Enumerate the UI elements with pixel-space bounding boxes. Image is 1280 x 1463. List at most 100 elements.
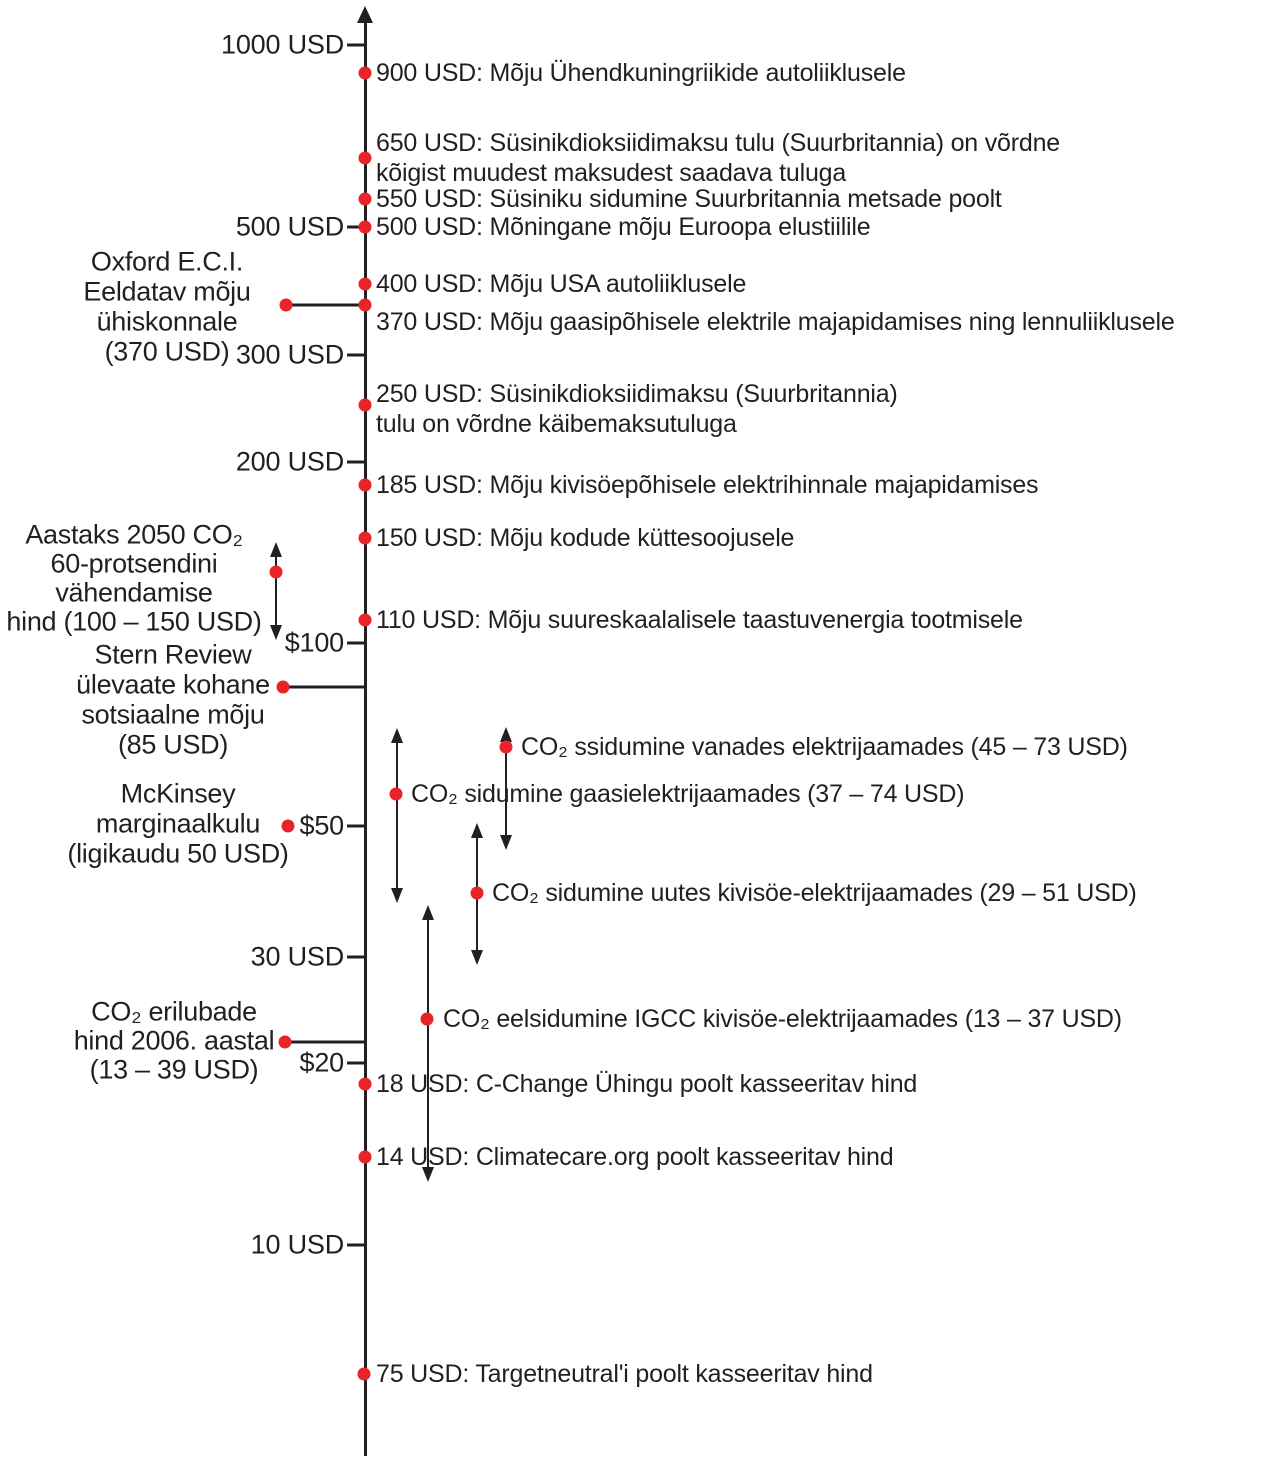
arrow-up-icon [500,727,512,742]
entry-text-line: 14 USD: Climatecare.org poolt kasseerita… [376,1143,894,1171]
range-arrow [500,727,512,850]
entry-marker-dot [358,398,372,412]
arrow-up-icon [422,905,434,920]
arrow-shaft [426,920,430,1167]
entry-marker-dot [358,1077,372,1091]
callout-label-line: (13 – 39 USD) [89,1054,259,1085]
tick-mark [347,460,366,464]
tick-label: $20 [299,1047,345,1078]
entry-text-line: CO₂ eelsidumine IGCC kivisöe-elektrijaam… [443,1005,1122,1033]
entry-marker-dot [470,886,484,900]
callout-label-line: Aastaks 2050 CO₂ [25,519,243,550]
entry-marker-dot [358,192,372,206]
callout-marker-dot [281,819,295,833]
callout-label-line: (ligikaudu 50 USD) [67,838,289,869]
entry-marker-dot [499,740,513,754]
callout-connector-line [283,685,365,689]
tick-label: 30 USD [250,941,345,972]
entry-text-line: 650 USD: Süsinikdioksiidimaksu tulu (Suu… [376,129,1060,157]
entry-text-line: 250 USD: Süsinikdioksiidimaksu (Suurbrit… [376,380,898,408]
callout-label-line: Eeldatav mõju [83,276,251,307]
callout-label-line: (370 USD) [104,336,230,367]
entry-text-line: 150 USD: Mõju kodude küttesoojusele [376,524,795,552]
callout-label-line: ülevaate kohane [76,669,270,700]
range-arrow [391,728,403,903]
entry-text-line: 75 USD: Targetneutral'i poolt kasseerita… [376,1360,873,1388]
callout-label-line: marginaalkulu [95,808,261,839]
tick-label: $50 [299,810,345,841]
axis-arrowhead-icon [357,6,373,23]
entry-text-line: 370 USD: Mõju gaasipõhisele elektrile ma… [376,308,1175,336]
range-arrow [422,905,434,1182]
arrow-down-icon [471,950,483,965]
arrow-down-icon [391,888,403,903]
callout-label-line: Oxford E.C.I. [90,246,244,277]
entry-text-line: 500 USD: Mõningane mõju Euroopa elustiil… [376,213,871,241]
entry-marker-dot [358,478,372,492]
arrow-down-icon [270,625,282,640]
callout-connector-line [285,1040,365,1044]
entry-marker-dot [358,151,372,165]
tick-label: 500 USD [235,211,344,242]
price-axis-line [363,20,367,1456]
callout-label-line: 60-protsendini [50,548,218,579]
callout-label-line: (85 USD) [117,729,229,760]
entry-marker-dot [358,613,372,627]
callout-label-line: McKinsey [120,778,236,809]
arrow-up-icon [471,823,483,838]
entry-marker-dot [358,220,372,234]
tick-label: 300 USD [235,339,344,370]
tick-mark [347,641,366,645]
callout-label-line: CO₂ erilubade [91,996,257,1027]
callout-label-line: hind (100 – 150 USD) [6,606,262,637]
arrow-down-icon [422,1167,434,1182]
entry-text-line: 185 USD: Mõju kivisöepõhisele elektrihin… [376,471,1039,499]
callout-marker-dot [278,1035,292,1049]
entry-text-line: 18 USD: C-Change Ühingu poolt kasseerita… [376,1070,918,1098]
arrow-down-icon [500,835,512,850]
entry-marker-dot [358,277,372,291]
callout-label-line: sotsiaalne mõju [81,699,265,730]
tick-mark [347,955,366,959]
arrow-shaft [504,742,508,835]
entry-text-line: 400 USD: Mõju USA autoliiklusele [376,270,747,298]
entry-marker-dot [389,787,403,801]
arrow-shaft [395,743,399,888]
entry-marker-dot [358,66,372,80]
callout-connector-line [286,303,365,307]
entry-marker-dot [357,1367,371,1381]
callout-marker-dot [279,298,293,312]
entry-text-line: CO₂ sidumine gaasielektrijaamades (37 – … [411,780,965,808]
entry-text-line: kõigist muudest maksudest saadava tuluga [376,159,847,187]
entry-marker-dot [358,1150,372,1164]
entry-text-line: CO₂ sidumine uutes kivisöe-elektrijaamad… [492,879,1137,907]
tick-mark [347,353,366,357]
range-marker-dot [269,565,283,579]
entry-text-line: 550 USD: Süsiniku sidumine Suurbritannia… [376,185,1002,213]
callout-marker-dot [276,680,290,694]
arrow-up-icon [270,542,282,557]
tick-label: $100 [284,627,344,658]
tick-mark [347,43,366,47]
entry-text-line: 900 USD: Mõju Ühendkuningriikide autolii… [376,59,906,87]
entry-text-line: tulu on võrdne käibemaksutuluga [376,410,737,438]
callout-label-line: Stern Review [94,639,252,670]
tick-mark [347,1061,366,1065]
tick-mark [347,824,366,828]
arrow-shaft [274,557,278,625]
entry-text-line: CO₂ ssidumine vanades elektrijaamades (4… [521,733,1128,761]
tick-label: 1000 USD [221,29,344,60]
entry-marker-dot [358,531,372,545]
entry-marker-dot [420,1012,434,1026]
axis-marker-dot [358,298,372,312]
tick-mark [347,225,366,229]
callout-label-line: ühiskonnale [96,306,238,337]
entry-text-line: 110 USD: Mõju suureskaalalisele taastuve… [376,606,1023,634]
range-arrow [270,542,282,640]
callout-label-line: vähendamise [55,577,213,608]
tick-mark [347,1243,366,1247]
callout-label-line: hind 2006. aastal [73,1025,275,1056]
tick-label: 10 USD [250,1229,345,1260]
tick-label: 200 USD [235,446,344,477]
